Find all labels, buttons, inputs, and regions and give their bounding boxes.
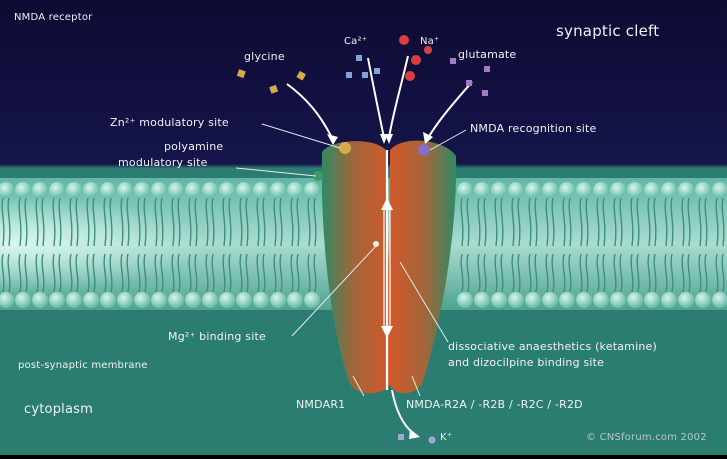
- lipid-head: [100, 292, 116, 308]
- lipid-head: [32, 292, 48, 308]
- lipid-head: [559, 292, 575, 308]
- lipid-head: [134, 292, 150, 308]
- mg-binding-site-label: Mg²⁺ binding site: [168, 330, 266, 343]
- lipid-head: [15, 292, 31, 308]
- lipid-head: [610, 292, 626, 308]
- lipid-head: [270, 292, 286, 308]
- diagram-title: NMDA receptor: [14, 12, 92, 23]
- dissociative-label-line1: dissociative anaesthetics (ketamine): [448, 340, 657, 353]
- sodium-label: Na⁺: [420, 36, 440, 47]
- lipid-head: [695, 182, 711, 198]
- zn-modulatory-site-label: Zn²⁺ modulatory site: [110, 116, 229, 129]
- lipid-head: [49, 292, 65, 308]
- lipid-head: [593, 182, 609, 198]
- lipid-head: [202, 182, 218, 198]
- lipid-head: [168, 292, 184, 308]
- lipid-head: [457, 292, 473, 308]
- lipid-head: [304, 292, 320, 308]
- synaptic-cleft-label: synaptic cleft: [556, 22, 659, 40]
- lipid-head: [542, 292, 558, 308]
- lipid-head: [253, 292, 269, 308]
- lipid-head: [678, 292, 694, 308]
- lipid-head: [168, 182, 184, 198]
- lipid-head: [253, 182, 269, 198]
- nmdar1-label: NMDAR1: [296, 398, 345, 411]
- lipid-head: [474, 182, 490, 198]
- copyright-text: © CNSforum.com 2002: [586, 432, 707, 443]
- calcium-label: Ca²⁺: [344, 36, 367, 47]
- nmda-recognition-site-label: NMDA recognition site: [470, 122, 597, 135]
- lipid-head: [287, 182, 303, 198]
- lipid-head: [202, 292, 218, 308]
- lipid-head: [151, 182, 167, 198]
- lipid-head: [644, 292, 660, 308]
- lipid-head: [83, 292, 99, 308]
- lipid-head: [576, 182, 592, 198]
- lipid-head: [236, 182, 252, 198]
- lipid-head: [542, 182, 558, 198]
- lipid-head: [219, 182, 235, 198]
- lipid-head: [117, 292, 133, 308]
- lipid-head: [491, 292, 507, 308]
- glycine-site-molecule: [339, 142, 351, 154]
- lipid-head: [474, 292, 490, 308]
- lipid-head: [559, 182, 575, 198]
- lipid-head: [151, 292, 167, 308]
- lipid-head: [593, 292, 609, 308]
- lipid-head: [627, 292, 643, 308]
- lipid-head: [678, 182, 694, 198]
- dissociative-label-line2: and dizocilpine binding site: [448, 356, 604, 369]
- lipid-head: [304, 182, 320, 198]
- lipid-head: [66, 182, 82, 198]
- glycine-label: glycine: [244, 50, 285, 63]
- lipid-head: [83, 182, 99, 198]
- glutamate-site-molecule: [418, 144, 430, 156]
- lipid-head: [627, 182, 643, 198]
- lipid-head: [610, 182, 626, 198]
- lipid-head: [32, 182, 48, 198]
- glutamate-label: glutamate: [458, 48, 516, 61]
- lipid-head: [236, 292, 252, 308]
- lipid-head: [457, 182, 473, 198]
- lipid-head: [270, 182, 286, 198]
- polyamine-label-line1: polyamine: [164, 140, 223, 153]
- lipid-head: [219, 292, 235, 308]
- lipid-head: [661, 292, 677, 308]
- lipid-head: [525, 292, 541, 308]
- lipid-head: [508, 182, 524, 198]
- polyamine-label-line2: modulatory site: [118, 156, 208, 169]
- lipid-head: [287, 292, 303, 308]
- potassium-label: K⁺: [440, 432, 452, 443]
- lipid-head: [117, 182, 133, 198]
- lipid-head: [100, 182, 116, 198]
- lipid-head: [491, 182, 507, 198]
- lipid-head: [66, 292, 82, 308]
- lipid-head: [695, 292, 711, 308]
- lipid-head: [661, 182, 677, 198]
- lipid-head: [525, 182, 541, 198]
- lipid-head: [185, 182, 201, 198]
- lipid-head: [134, 182, 150, 198]
- lipid-head: [49, 182, 65, 198]
- lipid-head: [185, 292, 201, 308]
- lipid-head: [576, 292, 592, 308]
- lipid-head: [508, 292, 524, 308]
- cytoplasm-label: cytoplasm: [24, 402, 93, 417]
- lipid-head: [644, 182, 660, 198]
- post-synaptic-membrane-label: post-synaptic membrane: [18, 360, 148, 371]
- lipid-head: [15, 182, 31, 198]
- nmdar2-label: NMDA-R2A / -R2B / -R2C / -R2D: [406, 398, 583, 411]
